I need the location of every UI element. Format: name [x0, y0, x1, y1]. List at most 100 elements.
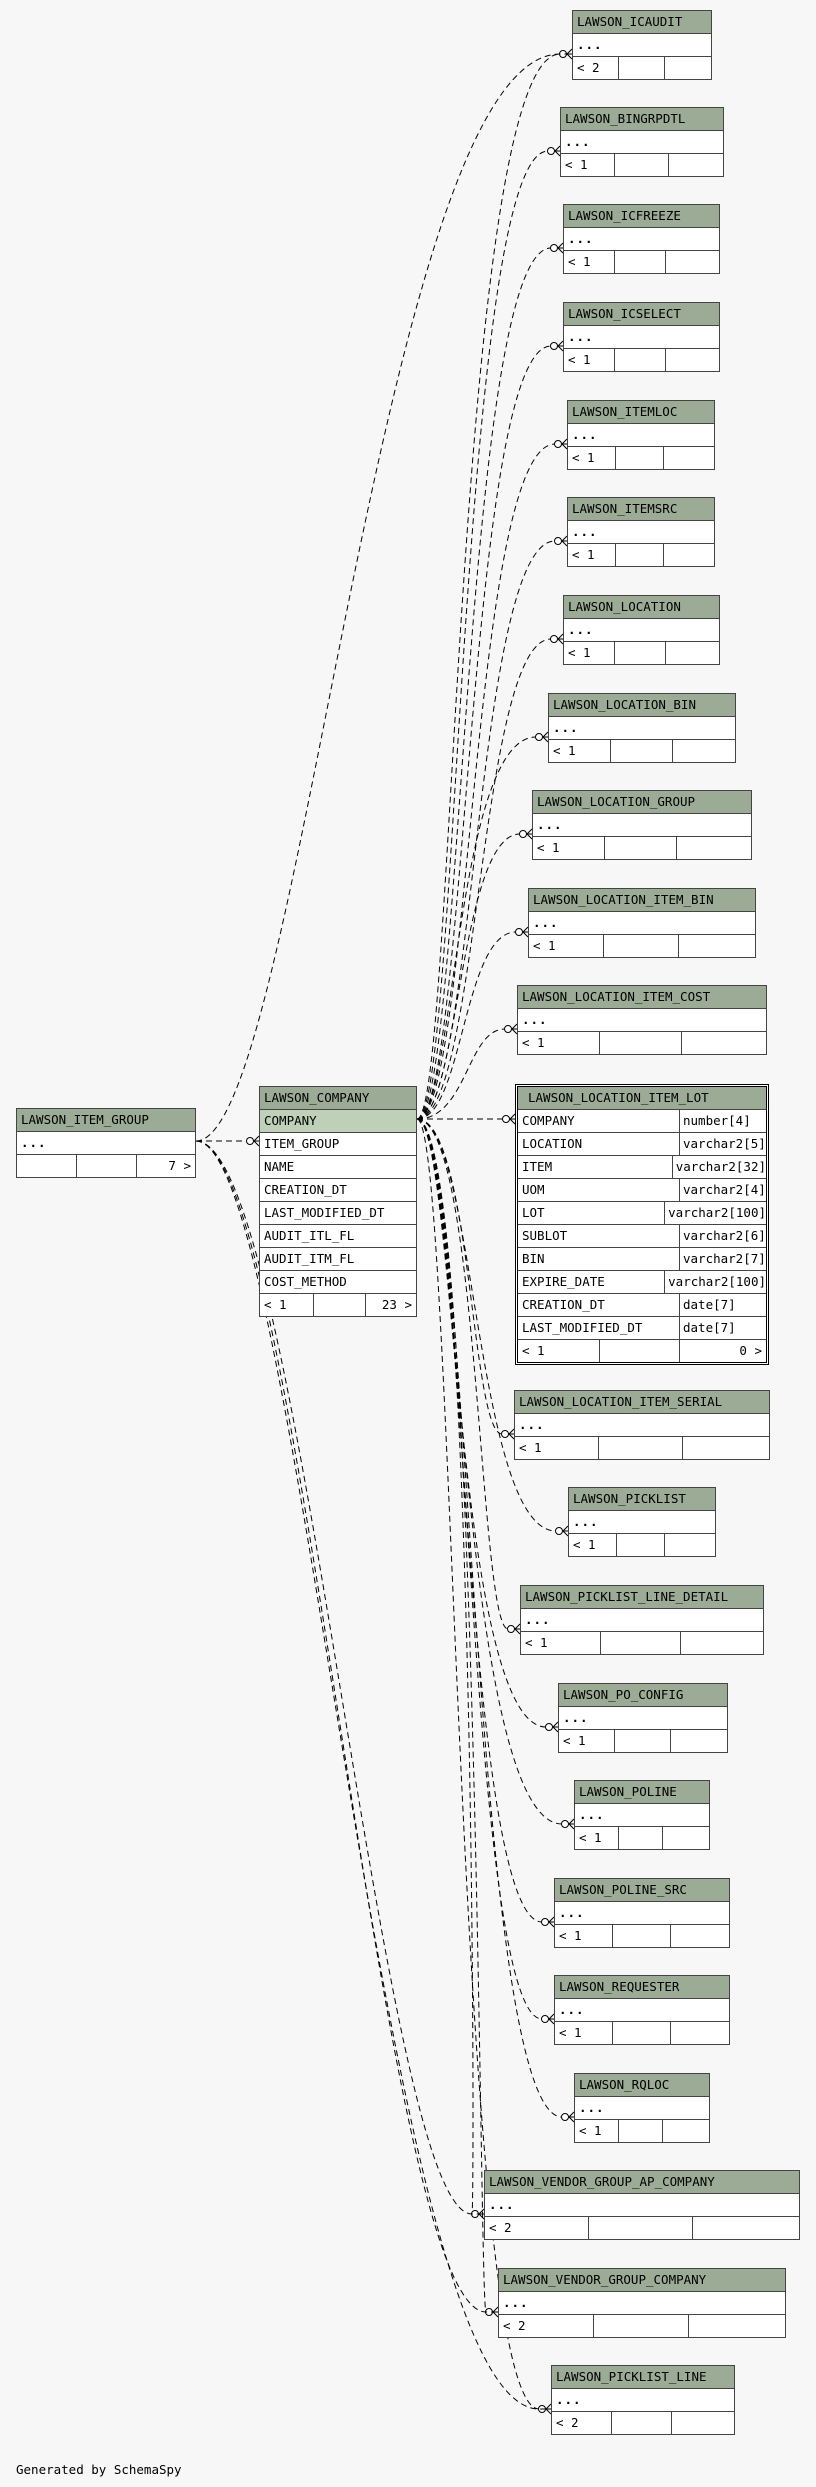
edge-company-to-child	[416, 1118, 558, 1728]
crowfoot-marker	[550, 242, 564, 254]
column-ellipsis: ...	[575, 2097, 709, 2120]
column-ellipsis: ...	[561, 131, 723, 154]
table-footer: < 1	[564, 251, 719, 273]
table-lawson-po-config[interactable]: LAWSON_PO_CONFIG...< 1	[558, 1683, 728, 1753]
table-title: LAWSON_PICKLIST_LINE	[552, 2366, 734, 2389]
table-title: LAWSON_PICKLIST	[569, 1488, 715, 1511]
column-ellipsis: ...	[568, 424, 714, 447]
crowfoot-marker	[550, 340, 564, 352]
crowfoot-marker	[555, 1525, 569, 1537]
table-footer: < 2	[485, 2217, 799, 2239]
crowfoot-marker	[561, 2111, 575, 2123]
table-lawson-vendor-group-ap-company[interactable]: LAWSON_VENDOR_GROUP_AP_COMPANY...< 2	[484, 2170, 800, 2240]
edge-company-to-child	[416, 1118, 520, 1630]
parents-count: < 1	[555, 2022, 613, 2044]
edge-company-to-child	[416, 1118, 484, 2215]
edge-company-to-child	[416, 1118, 554, 1923]
table-lawson-icaudit[interactable]: LAWSON_ICAUDIT...< 2	[572, 10, 712, 80]
column-ellipsis: ...	[533, 814, 751, 837]
parents-count: < 1	[575, 2120, 619, 2142]
crowfoot-marker	[535, 731, 549, 743]
column-ellipsis: ...	[555, 1902, 729, 1925]
children-count: 7 >	[168, 1158, 191, 1173]
column-type: varchar2[5]	[683, 1136, 766, 1151]
column-name: ITEM	[518, 1156, 673, 1178]
table-lawson-poline[interactable]: LAWSON_POLINE...< 1	[574, 1780, 710, 1850]
table-lawson-vendor-group-company[interactable]: LAWSON_VENDOR_GROUP_COMPANY...< 2	[498, 2268, 786, 2338]
column-ellipsis: ...	[549, 717, 735, 740]
parents-count: < 1	[575, 1827, 619, 1849]
table-footer: < 1	[564, 642, 719, 664]
parents-count: < 1	[561, 154, 615, 176]
edge-itemgroup-to-child	[195, 1140, 551, 2410]
table-footer: < 1	[564, 349, 719, 371]
children-count: 0 >	[739, 1343, 762, 1358]
table-lawson-itemsrc[interactable]: LAWSON_ITEMSRC...< 1	[567, 497, 715, 567]
parents-count: < 1	[515, 1437, 599, 1459]
parents-count: < 1	[564, 251, 615, 273]
table-lawson-picklist[interactable]: LAWSON_PICKLIST...< 1	[568, 1487, 716, 1557]
table-title: LAWSON_REQUESTER	[555, 1976, 729, 1999]
column-name: COMPANY	[518, 1110, 680, 1132]
table-lawson-company[interactable]: LAWSON_COMPANY COMPANY ITEM_GROUP NAME C…	[259, 1086, 417, 1317]
table-lawson-location[interactable]: LAWSON_LOCATION...< 1	[563, 595, 720, 665]
column-ellipsis: ...	[564, 228, 719, 251]
parents-count: < 2	[499, 2315, 594, 2337]
parents-count: < 1	[568, 447, 616, 469]
table-lawson-icselect[interactable]: LAWSON_ICSELECT...< 1	[563, 302, 720, 372]
table-lawson-itemloc[interactable]: LAWSON_ITEMLOC...< 1	[567, 400, 715, 470]
column-ellipsis: ...	[17, 1132, 195, 1155]
table-lawson-location-bin[interactable]: LAWSON_LOCATION_BIN...< 1	[548, 693, 736, 763]
column-name: BIN	[518, 1248, 680, 1270]
parents-count: < 1	[529, 935, 604, 957]
table-lawson-bingrpdtl[interactable]: LAWSON_BINGRPDTL...< 1	[560, 107, 724, 177]
table-lawson-picklist-line-detail[interactable]: LAWSON_PICKLIST_LINE_DETAIL...< 1	[520, 1585, 764, 1655]
table-footer: < 1	[575, 1827, 709, 1849]
crowfoot-marker	[554, 438, 568, 450]
column-type: varchar2[7]	[683, 1251, 766, 1266]
table-lawson-location-item-bin[interactable]: LAWSON_LOCATION_ITEM_BIN...< 1	[528, 888, 756, 958]
edge-itemgroup-to-child	[195, 1140, 498, 2313]
table-lawson-location-group[interactable]: LAWSON_LOCATION_GROUP...< 1	[532, 790, 752, 860]
table-lawson-poline-src[interactable]: LAWSON_POLINE_SRC...< 1	[554, 1878, 730, 1948]
crowfoot-marker	[515, 926, 529, 938]
column-name: LAST_MODIFIED_DT	[518, 1317, 680, 1339]
table-title: LAWSON_LOCATION_BIN	[549, 694, 735, 717]
table-footer: < 1	[555, 2022, 729, 2044]
table-lawson-location-item-serial[interactable]: LAWSON_LOCATION_ITEM_SERIAL...< 1	[514, 1390, 770, 1460]
column-ellipsis: ...	[568, 521, 714, 544]
parents-count: < 1	[260, 1294, 314, 1316]
table-footer: < 1	[569, 1534, 715, 1556]
generated-by-footer: Generated by SchemaSpy	[16, 2462, 182, 2477]
parents-count: < 1	[559, 1730, 615, 1752]
column-name: LOCATION	[518, 1133, 680, 1155]
parents-count: < 1	[521, 1632, 601, 1654]
table-title: LAWSON_LOCATION_GROUP	[533, 791, 751, 814]
table-lawson-icfreeze[interactable]: LAWSON_ICFREEZE...< 1	[563, 204, 720, 274]
table-lawson-requester[interactable]: LAWSON_REQUESTER...< 1	[554, 1975, 730, 2045]
crowfoot-marker	[541, 1916, 555, 1928]
crowfoot-marker	[504, 1023, 518, 1035]
parents-count: < 1	[568, 544, 616, 566]
table-title: LAWSON_ICFREEZE	[564, 205, 719, 228]
table-lawson-location-item-cost[interactable]: LAWSON_LOCATION_ITEM_COST...< 1	[517, 985, 767, 1055]
crowfoot-marker	[501, 1428, 515, 1440]
table-lawson-rqloc[interactable]: LAWSON_RQLOC...< 1	[574, 2073, 710, 2143]
table-title: LAWSON_BINGRPDTL	[561, 108, 723, 131]
edge-company-to-child	[416, 1118, 514, 1435]
table-lawson-picklist-line[interactable]: LAWSON_PICKLIST_LINE...< 2	[551, 2365, 735, 2435]
edge-company-to-child	[416, 736, 548, 1120]
parents-count: < 2	[552, 2412, 612, 2434]
parents-count: < 1	[549, 740, 611, 762]
table-footer: < 2	[552, 2412, 734, 2434]
table-footer: < 1	[533, 837, 751, 859]
table-lawson-item-group[interactable]: LAWSON_ITEM_GROUP ... 7 >	[16, 1108, 196, 1178]
